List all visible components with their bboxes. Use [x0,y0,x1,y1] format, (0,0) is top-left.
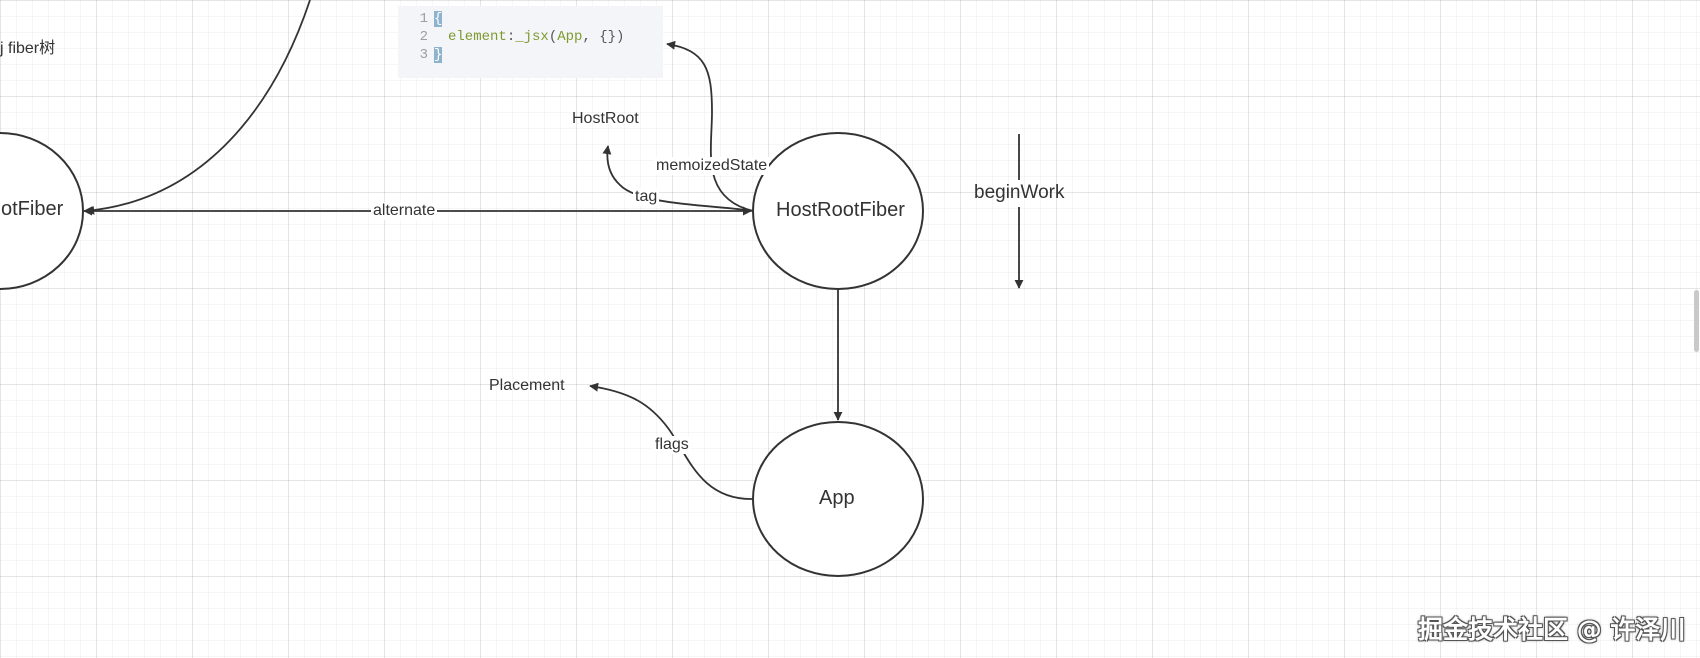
host-root-fiber-label: HostRootFiber [776,199,905,221]
left-fiber-node[interactable] [0,132,84,290]
flags-edge-label: flags [653,436,691,454]
vertical-scrollbar[interactable] [1694,290,1699,352]
code-line-1: 1{ [398,10,443,28]
code-line-2: 2 element:_jsx(App, {}) [398,28,625,46]
code-paren: ( [548,29,558,45]
line-number: 2 [419,29,428,45]
code-arg: App [557,29,583,45]
memoized-state-edge [666,40,754,212]
begin-work-label: beginWork [974,182,1065,203]
watermark: 掘金技术社区 @ 许泽川 [1418,615,1686,644]
parent-curve-edge [85,0,311,215]
memoized-state-edge-label: memoizedState [654,157,770,175]
code-key: element [448,29,507,45]
line-number: 3 [419,47,428,63]
placement-label: Placement [489,377,565,394]
host-root-label: HostRoot [572,110,639,127]
fiber-tree-label: j fiber树 [0,40,56,57]
tag-edge-label: tag [633,188,660,206]
flags-edge [589,382,754,500]
code-line-3: 3} [398,46,443,64]
open-brace: { [434,11,443,27]
code-colon: : [506,29,516,45]
code-rest: , {}) [582,29,625,45]
alternate-edge-label: alternate [371,202,438,220]
left-fiber-label: otFiber [1,198,64,220]
tag-edge [602,145,754,212]
code-fn: _jsx [515,29,549,45]
close-brace: } [434,47,443,63]
line-number: 1 [419,11,428,27]
app-label: App [819,487,855,509]
